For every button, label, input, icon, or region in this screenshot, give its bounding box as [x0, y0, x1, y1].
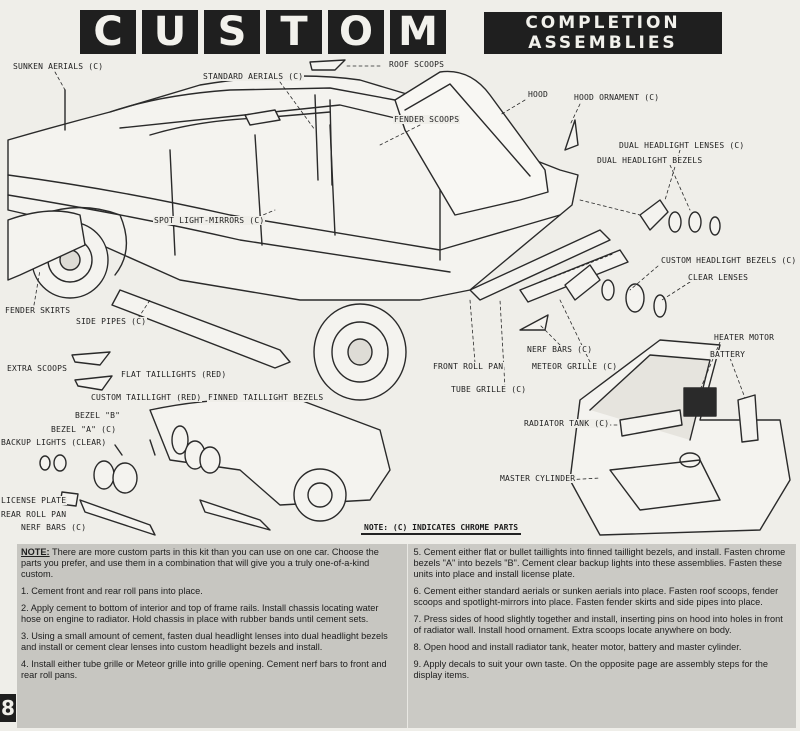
page-title: C U S T O M: [80, 10, 446, 54]
extra-scoops-drawing: [71, 351, 111, 366]
label-battery: BATTERY: [709, 350, 747, 359]
label-dual-headlight-lenses: DUAL HEADLIGHT LENSES (C): [618, 141, 746, 150]
label-bezel-b: BEZEL "B": [74, 411, 122, 420]
label-backup-lights: BACKUP LIGHTS (CLEAR): [0, 438, 108, 447]
page-subtitle: COMPLETION ASSEMBLIES: [484, 12, 722, 54]
label-master-cylinder: MASTER CYLINDER: [499, 474, 577, 483]
instruction-step: 6. Cement either standard aerials or sun…: [413, 586, 779, 607]
instructions-panel: NOTE: There are more custom parts in thi…: [17, 544, 796, 728]
label-extra-scoops: EXTRA SCOOPS: [6, 364, 69, 373]
label-tube-grille: TUBE GRILLE (C): [450, 385, 528, 394]
instruction-step: 3. Using a small amount of cement, faste…: [21, 631, 388, 652]
label-nerf-bars-rear: NERF BARS (C): [20, 523, 88, 532]
label-hood-ornament: HOOD ORNAMENT (C): [573, 93, 661, 102]
label-fender-skirts: FENDER SKIRTS: [4, 306, 72, 315]
label-radiator-tank: RADIATOR TANK (C): [523, 419, 611, 428]
title-letter: O: [328, 10, 384, 54]
side-pipes-drawing: [111, 289, 291, 369]
label-heater-motor: HEATER MOTOR: [713, 333, 776, 342]
label-spot-light-mirrors: SPOT LIGHT-MIRRORS (C): [153, 216, 266, 225]
hood-drawing: [394, 70, 549, 216]
label-custom-taillight: CUSTOM TAILLIGHT (RED): [90, 393, 203, 402]
note-text: There are more custom parts in this kit …: [21, 547, 379, 579]
label-fender-scoops: FENDER SCOOPS: [393, 115, 461, 124]
instruction-step: 8. Open hood and install radiator tank, …: [413, 642, 742, 652]
title-letter: S: [204, 10, 260, 54]
label-custom-headlight-bezels: CUSTOM HEADLIGHT BEZELS (C): [660, 256, 798, 265]
headlight-parts-drawing: [564, 199, 721, 318]
instructions-column-left: NOTE: There are more custom parts in thi…: [17, 544, 407, 728]
title-letter: M: [390, 10, 446, 54]
label-bezel-a: BEZEL "A" (C): [50, 425, 118, 434]
rear-taillight-drawing: [39, 398, 391, 536]
label-rear-roll-pan: REAR ROLL PAN: [0, 510, 68, 519]
label-standard-aerials: STANDARD AERIALS (C): [202, 72, 305, 81]
title-letter: U: [142, 10, 198, 54]
instructions-column-right: 5. Cement either flat or bullet tailligh…: [406, 544, 796, 728]
page-number: 8: [0, 694, 16, 722]
label-hood: HOOD: [527, 90, 550, 99]
instruction-step: 1. Cement front and rear roll pans into …: [21, 586, 203, 596]
hood-ornament-drawing: [564, 119, 579, 151]
label-flat-taillights: FLAT TAILLIGHTS (RED): [120, 370, 228, 379]
engine-compartment-drawing: [569, 339, 791, 536]
rear-wheel-drawing: [313, 303, 407, 401]
exploded-view-illustration: [7, 59, 791, 536]
front-roll-pan-drawing: [469, 229, 611, 301]
subtitle-line: ASSEMBLIES: [528, 33, 678, 53]
label-clear-lenses: CLEAR LENSES: [687, 273, 750, 282]
roof-scoop-drawing: [309, 59, 346, 71]
title-letter: T: [266, 10, 322, 54]
title-letter: C: [80, 10, 136, 54]
label-side-pipes: SIDE PIPES (C): [75, 317, 148, 326]
label-roof-scoops: ROOF SCOOPS: [388, 60, 446, 69]
label-sunken-aerials: SUNKEN AERIALS (C): [12, 62, 105, 71]
subtitle-line: COMPLETION: [525, 13, 681, 33]
note-heading: NOTE:: [21, 547, 50, 557]
label-finned-taillight-bezels: FINNED TAILLIGHT BEZELS: [207, 393, 325, 402]
instruction-step: 9. Apply decals to suit your own taste. …: [413, 659, 768, 680]
label-nerf-bars-front: NERF BARS (C): [526, 345, 594, 354]
instruction-step: 5. Cement either flat or bullet tailligh…: [413, 547, 786, 579]
instruction-step: 7. Press sides of hood slightly together…: [413, 614, 783, 635]
label-license-plate: LICENSE PLATE: [0, 496, 68, 505]
nerf-bar-drawing: [519, 314, 549, 331]
label-meteor-grille: METEOR GRILLE (C): [531, 362, 619, 371]
instruction-note: NOTE: There are more custom parts in thi…: [21, 547, 401, 580]
chrome-parts-note: NOTE: (C) INDICATES CHROME PARTS: [361, 522, 522, 535]
instruction-step: 4. Install either tube grille or Meteor …: [21, 659, 387, 680]
label-dual-headlight-bezels: DUAL HEADLIGHT BEZELS: [596, 156, 704, 165]
label-front-roll-pan: FRONT ROLL PAN: [432, 362, 505, 371]
fender-skirt-drawing: [7, 210, 86, 281]
instruction-step: 2. Apply cement to bottom of interior an…: [21, 603, 379, 624]
